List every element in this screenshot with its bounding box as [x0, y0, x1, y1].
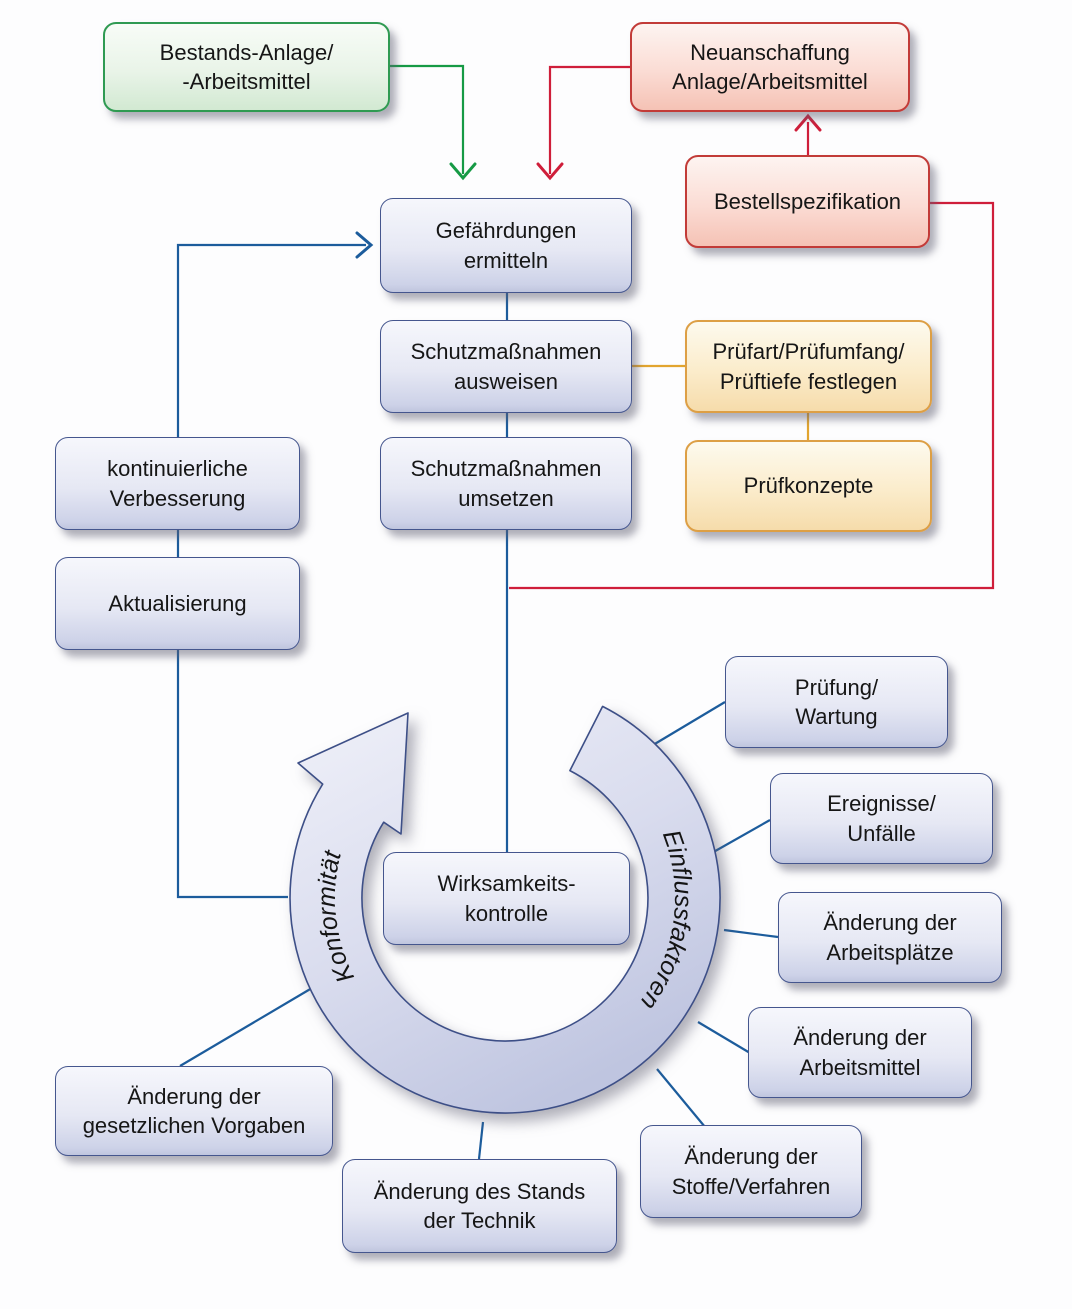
box-pruefart-pruefumfang: Prüfart/Prüfumfang/ Prüftiefe festlegen — [685, 320, 932, 413]
connector-neuanschaffung-to-gefaehrdungen — [548, 65, 630, 174]
connector-ring-to-arbeitsmittel — [697, 1021, 751, 1054]
box-pruefung-wartung: Prüfung/ Wartung — [725, 656, 948, 748]
connector-bestellspezifikation-to-mainflow — [509, 201, 995, 590]
connector-verbesserung-to-gefaehrdungen — [176, 243, 366, 437]
box-schutzmassnahmen-ausweisen: Schutzmaßnahmen ausweisen — [380, 320, 632, 413]
arrowhead-up-red — [794, 113, 822, 132]
connector-ring-to-pruefung — [647, 701, 726, 749]
cycle-arrow-ring — [289, 705, 721, 1114]
box-aenderung-arbeitsplaetze: Änderung der Arbeitsplätze — [778, 892, 1002, 983]
box-aenderung-arbeitsmittel: Änderung der Arbeitsmittel — [748, 1007, 972, 1098]
box-pruefkonzepte: Prüfkonzepte — [685, 440, 932, 532]
box-neuanschaffung: Neuanschaffung Anlage/Arbeitsmittel — [630, 22, 910, 112]
box-ereignisse-unfaelle: Ereignisse/ Unfälle — [770, 773, 993, 864]
box-kontinuierliche-verbesserung: kontinuierliche Verbesserung — [55, 437, 300, 530]
box-aktualisierung: Aktualisierung — [55, 557, 300, 650]
connector-ring-to-vorgaben — [179, 987, 313, 1067]
box-wirksamkeitskontrolle: Wirksamkeits- kontrolle — [383, 852, 630, 945]
box-bestellspezifikation: Bestellspezifikation — [685, 155, 930, 248]
connector-ring-to-aktualisierung — [176, 650, 288, 899]
box-aenderung-gesetzliche-vorgaben: Änderung der gesetzlichen Vorgaben — [55, 1066, 333, 1156]
connector-ring-to-ereignisse — [709, 819, 771, 855]
box-schutzmassnahmen-umsetzen: Schutzmaßnahmen umsetzen — [380, 437, 632, 530]
connector-ring-to-technik — [477, 1121, 485, 1160]
box-bestands-anlage: Bestands-Anlage/ -Arbeitsmittel — [103, 22, 390, 112]
box-aenderung-stand-technik: Änderung des Stands der Technik — [342, 1159, 617, 1253]
arrowhead-right-blue — [355, 231, 374, 259]
box-gefaehrdungen-ermitteln: Gefährdungen ermitteln — [380, 198, 632, 293]
arrowhead-down-green — [449, 162, 477, 181]
box-aenderung-stoffe-verfahren: Änderung der Stoffe/Verfahren — [640, 1125, 862, 1218]
connector-bestand-to-gefaehrdungen — [390, 64, 465, 174]
connector-ring-to-arbeitsplaetze — [723, 928, 779, 939]
arrowhead-down-red — [536, 162, 564, 181]
connector-ring-to-stoffe — [656, 1068, 706, 1128]
